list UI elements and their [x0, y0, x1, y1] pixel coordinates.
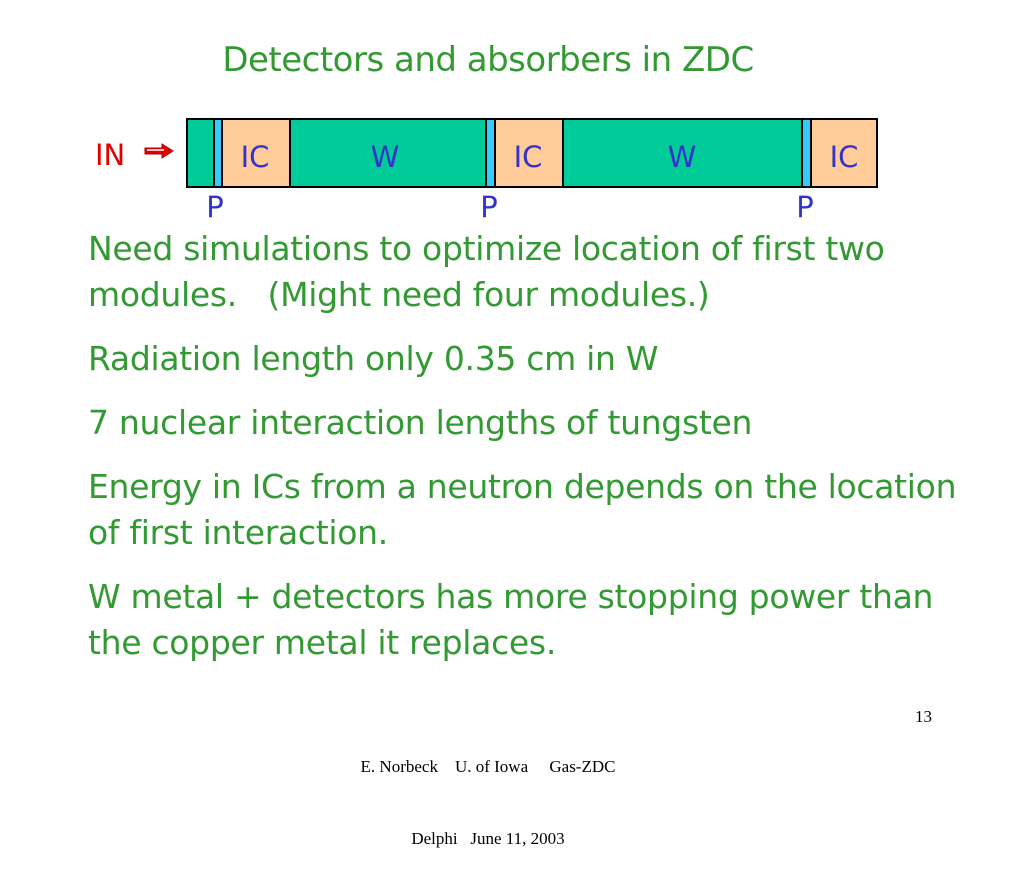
ic-block-2 [494, 120, 564, 186]
slide-title: Detectors and absorbers in ZDC [222, 40, 754, 80]
footer-line-1: E. Norbeck U. of Iowa Gas-ZDC [360, 757, 616, 776]
footer-line-2: Delphi June 11, 2003 [411, 829, 565, 848]
slide-footer: E. Norbeck U. of Iowa Gas-ZDC Delphi Jun… [0, 707, 976, 875]
bullet-item: W metal + detectors has more stopping po… [88, 577, 944, 662]
arrow-right-icon [144, 143, 174, 159]
bullet-item: Radiation length only 0.35 cm in W [88, 339, 659, 378]
bullet-list: Need simulations to optimize location of… [88, 226, 968, 684]
page-number: 13 [915, 707, 932, 726]
ic-block-1 [221, 120, 291, 186]
bullet-item: Need simulations to optimize location of… [88, 229, 895, 314]
segment-label-w-2: W [667, 140, 697, 174]
bullet-item: Energy in ICs from a neutron depends on … [88, 467, 967, 552]
in-label: IN [95, 138, 126, 172]
segment-label-ic-2: IC [513, 140, 543, 174]
segment-label-ic-3: IC [829, 140, 859, 174]
ic-block-3 [810, 120, 878, 186]
segment-label-w-1: W [370, 140, 400, 174]
p-label-2: P [480, 190, 498, 224]
segment-label-ic-1: IC [240, 140, 270, 174]
bullet-item: 7 nuclear interaction lengths of tungste… [88, 403, 753, 442]
p-label-1: P [206, 190, 224, 224]
zdc-detector-diagram [186, 118, 878, 188]
p-label-3: P [796, 190, 814, 224]
